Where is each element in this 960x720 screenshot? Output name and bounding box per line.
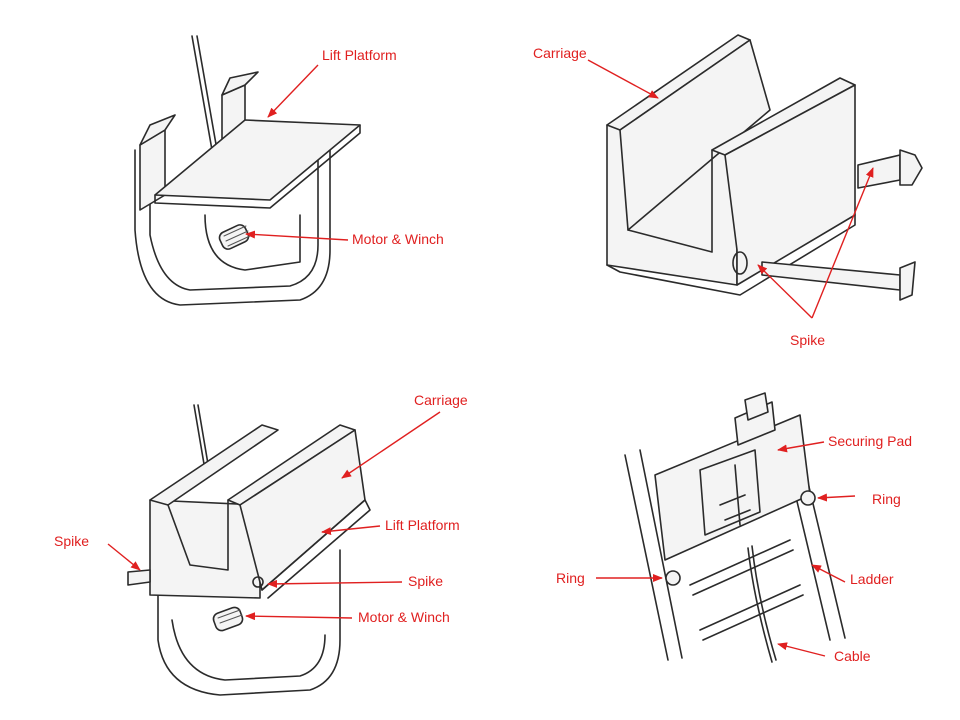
left-spike <box>128 570 150 585</box>
motor-winch-label: Motor & Winch <box>352 231 444 247</box>
carriage-label: Carriage <box>533 45 587 61</box>
ladder-rung <box>700 585 803 640</box>
cable-arrow <box>778 644 825 656</box>
spike-right-arrow <box>268 582 402 584</box>
panel-bottom-right: Securing Pad Ring Ring Ladder Cable <box>556 393 912 664</box>
motor-winch-arrow <box>246 616 352 618</box>
ladder-label: Ladder <box>850 571 894 587</box>
lower-spike <box>762 262 900 290</box>
motor-winch-label: Motor & Winch <box>358 609 450 625</box>
ring-left-label: Ring <box>556 570 585 586</box>
spike-right-label: Spike <box>408 573 443 589</box>
ring-left <box>666 571 680 585</box>
motor-winch-icon <box>212 606 244 632</box>
spike-left-label: Spike <box>54 533 89 549</box>
panel-bottom-left: Carriage Lift Platform Spike Spike Motor… <box>54 392 468 695</box>
carriage-arrow <box>588 60 658 98</box>
spike-label: Spike <box>790 332 825 348</box>
cable-rod <box>192 36 212 150</box>
securing-pad-label: Securing Pad <box>828 433 912 449</box>
ring-right-arrow <box>818 496 855 498</box>
upper-spike <box>858 155 900 188</box>
ring-right-label: Ring <box>872 491 901 507</box>
spike-left-arrow <box>108 544 140 570</box>
panel-top-left: Lift Platform Motor & Winch <box>135 36 444 305</box>
lift-platform-arrow <box>268 65 318 117</box>
cable-label: Cable <box>834 648 871 664</box>
carriage-label: Carriage <box>414 392 468 408</box>
lift-platform-label: Lift Platform <box>322 47 397 63</box>
motor-winch-icon <box>218 223 251 251</box>
panel-top-right: Carriage Spike <box>533 35 922 348</box>
motor-winch-arrow <box>246 234 348 240</box>
lift-platform-label: Lift Platform <box>385 517 460 533</box>
ring-right <box>801 491 815 505</box>
ladder-rung <box>690 540 793 595</box>
